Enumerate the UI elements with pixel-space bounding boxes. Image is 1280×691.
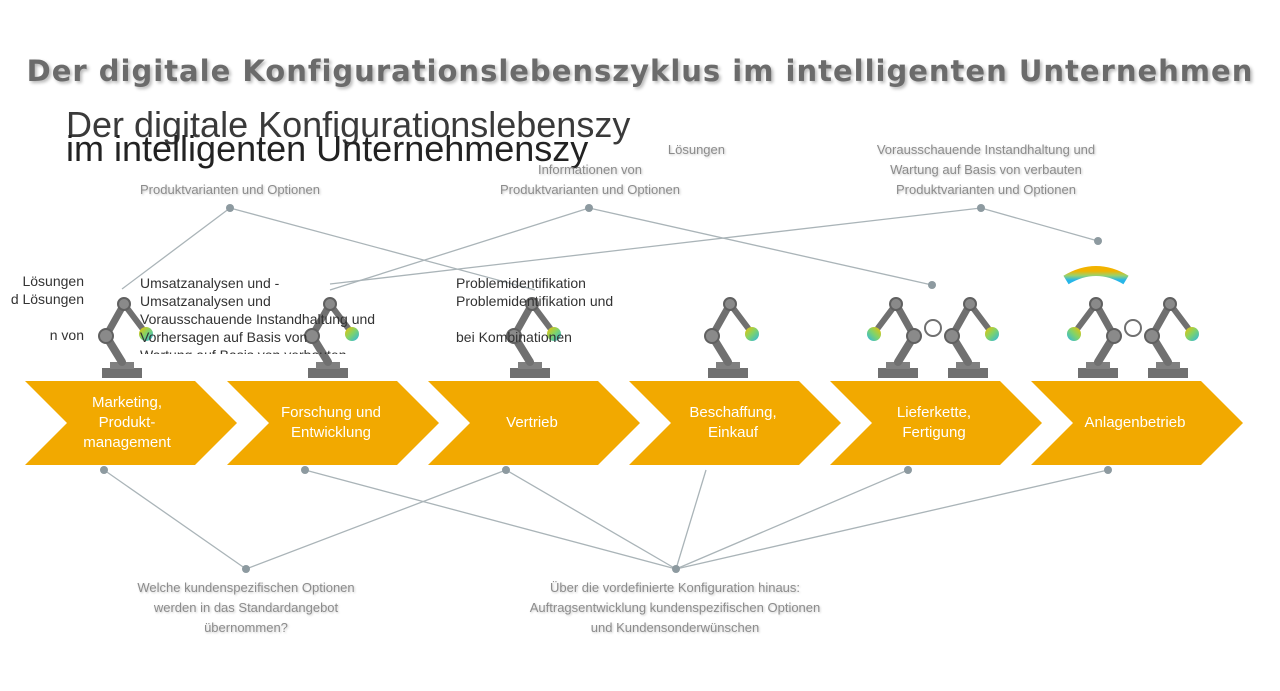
connector-dot	[1094, 237, 1102, 245]
robot-pair-wifi-icon	[1063, 266, 1199, 378]
connector-dot	[928, 281, 936, 289]
note-line: übernommen?	[204, 620, 288, 635]
note-line: Über die vordefinierte Konfiguration hin…	[549, 580, 801, 595]
step-label-supply-chain: Lieferkette, Fertigung	[896, 404, 972, 441]
note-line: Wartung auf Basis von verbauten	[890, 162, 1082, 177]
chevron-step-1	[25, 381, 237, 465]
robot-arm-icon	[705, 298, 759, 378]
chevron-step-4	[629, 381, 841, 465]
ghost-text-block-2: Umsatzanalysen und - Umsatzanalysen und …	[140, 275, 376, 354]
connector-line	[103, 469, 247, 570]
ghost-text-block-1: Lösungen d Lösungen n von	[10, 273, 84, 343]
note-line: werden in das Standardangebot	[153, 600, 339, 615]
connector-dot	[502, 466, 510, 474]
bottom-note-2: Über die vordefinierte Konfiguration hin…	[470, 578, 880, 638]
connector-dot	[301, 466, 309, 474]
note-line: Vorausschauende Instandhaltung und	[876, 142, 1096, 157]
connector-line	[121, 207, 231, 290]
ghost-text-block-3: Problemidentifikation Problemidentifikat…	[456, 275, 614, 345]
step-label-research: Forschung und Entwicklung	[280, 404, 382, 441]
connector-line	[229, 207, 536, 291]
connector-line	[675, 469, 909, 570]
ghost-title-line-1: Der digitale Konfigurationslebenszy	[66, 106, 631, 145]
page-title: Der digitale Konfigurationslebenszyklus …	[26, 54, 1254, 88]
chevron-step-5	[830, 381, 1042, 465]
ghost-title-overlay: Der digitale Konfigurationslebenszy klus…	[66, 106, 646, 186]
robot-pair-icon	[867, 298, 999, 378]
connector-line	[245, 469, 507, 570]
robot-icons	[99, 266, 1199, 378]
connector-line	[980, 207, 1099, 242]
connector-line	[588, 207, 933, 286]
wifi-icon	[1063, 266, 1129, 285]
note-line: Produktvarianten und Optionen	[140, 182, 320, 197]
top-note-3: Vorausschauende Instandhaltung und Wartu…	[836, 140, 1136, 200]
step-label-sales: Vertrieb	[506, 414, 558, 431]
connector-line	[304, 469, 677, 570]
connector-dot	[1104, 466, 1112, 474]
note-line: Informationen von	[537, 162, 643, 177]
note-line: und Kundensonderwünschen	[590, 620, 760, 635]
note-line: Welche kundenspezifischen Optionen	[137, 580, 355, 595]
connector-line	[329, 207, 590, 291]
note-line: Auftragsentwicklung kundenspezifischen O…	[529, 600, 821, 615]
connector-line	[505, 469, 677, 570]
connector-dot	[226, 204, 234, 212]
ghost-title-line-2: klus im intelligenten Unternehmenszy	[66, 128, 589, 169]
connector-dot	[585, 204, 593, 212]
connector-line	[329, 207, 982, 285]
step-label-operations: Anlagenbetrieb	[1084, 414, 1186, 431]
connector-dot	[100, 466, 108, 474]
connector-dots	[100, 204, 1112, 573]
connector-dot	[672, 565, 680, 573]
note-line: Produktvarianten und Optionen	[500, 182, 680, 197]
bottom-note-1: Welche kundenspezifischen Optionen werde…	[96, 578, 396, 638]
connector-line	[675, 469, 707, 570]
process-chevrons	[25, 381, 1243, 465]
top-note-1: Produktvarianten und Optionen	[100, 180, 360, 200]
chevron-step-3	[428, 381, 640, 465]
connector-dot	[977, 204, 985, 212]
note-line: Produktvarianten und Optionen	[896, 182, 1076, 197]
step-label-procurement: Beschaffung, Einkauf	[689, 404, 777, 441]
connector-dot	[904, 466, 912, 474]
chevron-step-2	[227, 381, 439, 465]
top-note-2: Lösungen Informationen von Produktvarian…	[455, 140, 725, 200]
step-label-marketing: Marketing, Produkt-management	[83, 394, 171, 451]
note-line: Lösungen	[667, 142, 725, 157]
chevron-step-6	[1031, 381, 1243, 465]
connector-dot	[242, 565, 250, 573]
connector-line	[675, 469, 1109, 570]
connector-lines	[103, 207, 1109, 570]
